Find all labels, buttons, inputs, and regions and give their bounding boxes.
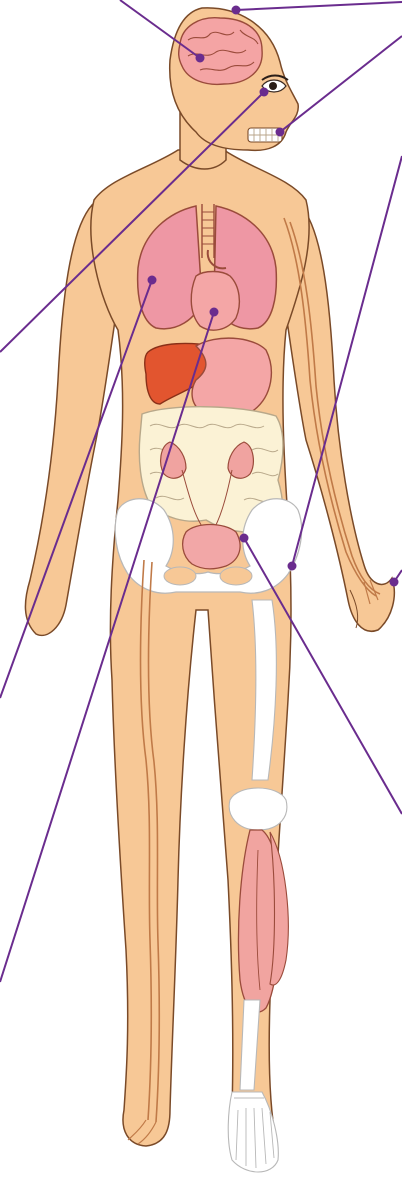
pointer-dot-bladder bbox=[240, 534, 249, 543]
stomach-icon bbox=[192, 338, 271, 417]
leg-muscle-icon bbox=[238, 830, 288, 1012]
pointer-dot-eye bbox=[260, 88, 269, 97]
bladder-icon bbox=[183, 525, 240, 569]
pointer-dot-lungs bbox=[148, 276, 157, 285]
pointer-dot-mouth bbox=[276, 128, 285, 137]
knee-icon bbox=[229, 788, 287, 830]
pointer-dot-head-top bbox=[232, 6, 241, 15]
pointer-line-mouth bbox=[280, 36, 402, 132]
pointer-dot-brain bbox=[196, 54, 205, 63]
pointer-dot-hand bbox=[390, 578, 399, 587]
pointer-line-head-top bbox=[236, 2, 402, 10]
pointer-dot-heart bbox=[210, 308, 219, 317]
pointer-dot-pelvis bbox=[288, 562, 297, 571]
